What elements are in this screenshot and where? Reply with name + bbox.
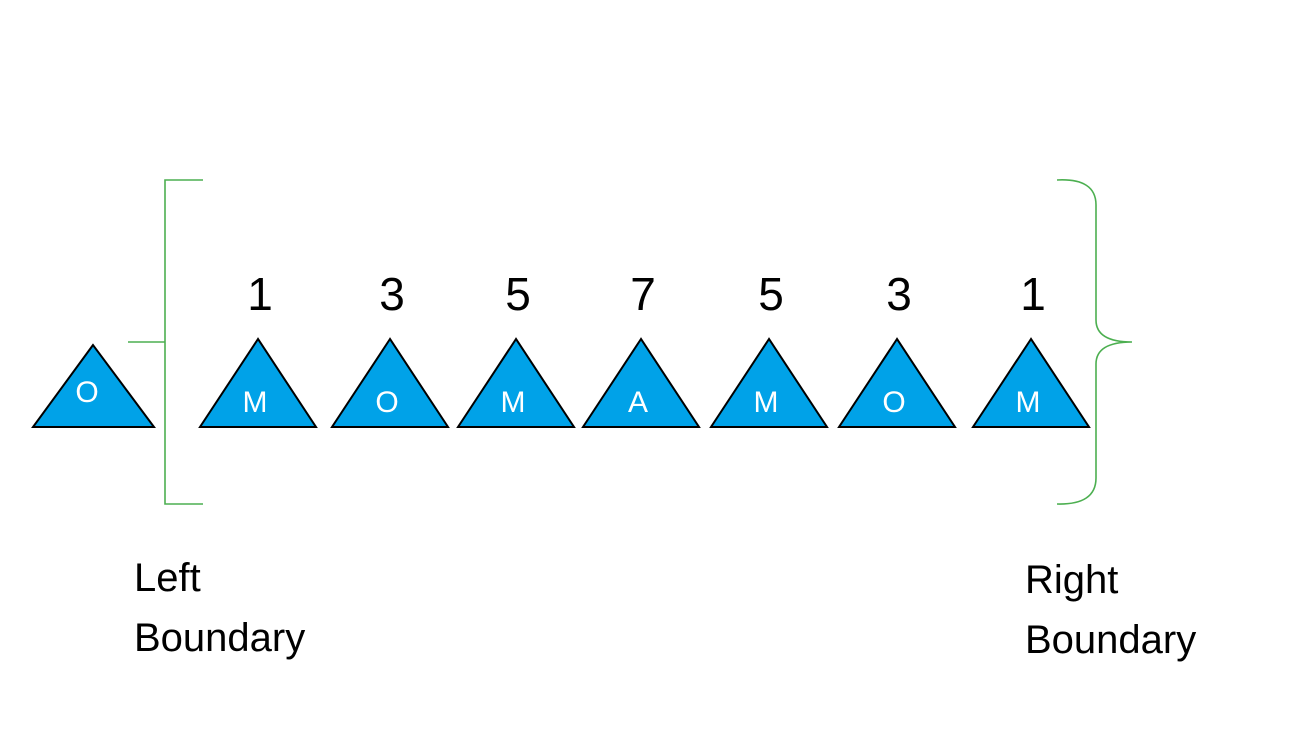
- window-value-label: 3: [886, 268, 912, 320]
- window-triangle-letter: M: [501, 386, 526, 419]
- window-item: 3O: [837, 268, 957, 428]
- window-triangle-shape: [971, 337, 1091, 428]
- right-boundary-label: Right Boundary: [1025, 550, 1196, 670]
- window-item: 1M: [198, 268, 318, 428]
- window-value-label: 1: [1020, 268, 1046, 320]
- window-triangle-letter: M: [754, 386, 779, 419]
- window-value-label: 1: [247, 268, 273, 320]
- window-triangle-letter: O: [882, 386, 905, 419]
- window-value-label: 7: [630, 268, 656, 320]
- window-triangle-shape: [330, 337, 450, 428]
- window-value-label: 5: [505, 268, 531, 320]
- window-item: 5M: [709, 268, 829, 428]
- window-triangle-shape: [581, 337, 701, 428]
- window-triangle-letter: A: [628, 386, 648, 419]
- outside-triangle-shape: [31, 343, 156, 428]
- left-boundary-line1: Left: [134, 556, 201, 600]
- window-triangle-shape: [198, 337, 318, 428]
- window-triangle-shape: [709, 337, 829, 428]
- window-triangle-shape: [456, 337, 576, 428]
- left-bracket: [128, 179, 203, 505]
- right-boundary-line1: Right: [1025, 558, 1119, 602]
- outside-triangle: O: [31, 343, 156, 428]
- left-boundary-line2: Boundary: [134, 616, 306, 660]
- window-item: 7A: [581, 268, 701, 428]
- window-item: 1M: [971, 268, 1091, 428]
- right-brace: [1056, 179, 1133, 505]
- window-value-label: 5: [758, 268, 784, 320]
- window-triangle-letter: M: [1016, 386, 1041, 419]
- window-triangle-shape: [837, 337, 957, 428]
- window-triangle-letter: M: [243, 386, 268, 419]
- window-triangle-letter: O: [375, 386, 398, 419]
- right-boundary-line2: Boundary: [1025, 618, 1197, 662]
- outside-triangle-letter: O: [75, 376, 98, 409]
- window-item: 5M: [456, 268, 576, 428]
- window-item: 3O: [330, 268, 450, 428]
- window-value-label: 3: [379, 268, 405, 320]
- left-boundary-label: Left Boundary: [134, 548, 305, 668]
